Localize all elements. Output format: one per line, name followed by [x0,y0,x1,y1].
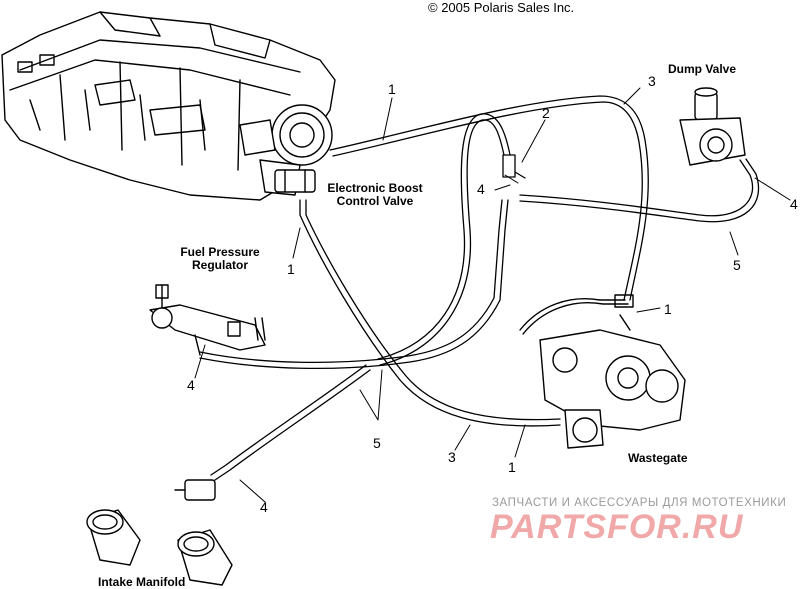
watermark-logo: PARTSFOR.RU [490,508,744,546]
watermark-tagline: ЗАПЧАСТИ И АКСЕССУАРЫ ДЛЯ МОТОТЕХНИКИ [492,497,787,509]
ebcv-body [274,169,316,193]
label-fpr-line1: Fuel Pressure [180,245,260,259]
throttle-body [239,104,333,196]
dump-valve-body [679,87,746,166]
label-electronic-boost-control-valve: Electronic Boost Control Valve [316,182,434,208]
label-intake-manifold: Intake Manifold [98,575,186,589]
callout-2-tee: 2 [542,105,550,121]
callout-4-intake: 4 [260,499,268,515]
callout-4-dump: 4 [790,196,798,212]
callout-1-bottom: 1 [508,459,516,475]
callout-1-top: 1 [388,81,396,97]
label-wastegate: Wastegate [628,451,688,465]
callout-3-bottom: 3 [448,449,456,465]
callout-5-right: 5 [733,257,741,273]
fuel-pressure-regulator-body [149,284,266,356]
label-ebcv-line1: Electronic Boost [327,181,423,195]
leader-lines [194,87,791,503]
intake-manifold-parts [86,479,233,586]
label-fpr-line2: Regulator [191,258,248,272]
copyright-text: © 2005 Polaris Sales Inc. [428,0,575,15]
callout-5-center: 5 [373,435,381,451]
callout-4-tee: 4 [477,181,485,197]
callout-3-top: 3 [648,73,656,89]
callout-1-wastegate: 1 [664,301,672,317]
hoses [199,95,760,481]
label-ebcv-line2: Control Valve [336,194,414,208]
label-dump-valve: Dump Valve [668,62,737,76]
callout-1-ebcv: 1 [287,261,295,277]
callout-4-fpr: 4 [187,377,195,393]
label-fuel-pressure-regulator: Fuel Pressure Regulator [170,246,270,272]
wastegate-turbo [519,294,686,449]
